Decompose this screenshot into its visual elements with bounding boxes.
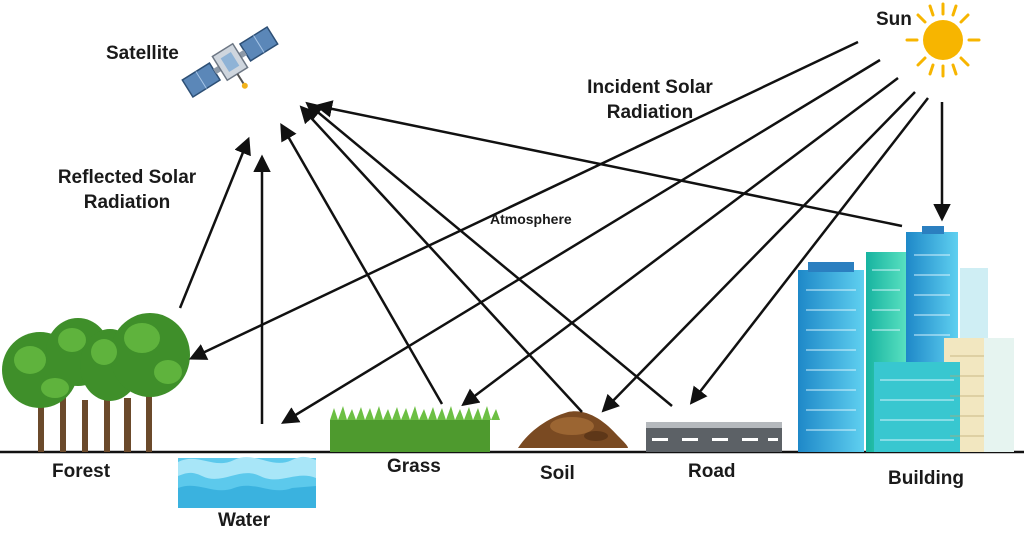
incident-arrow-grass (461, 77, 899, 407)
incident-radiation-label: Incident Solar Radiation (570, 76, 730, 125)
incident-label-line1: Incident Solar (587, 77, 713, 98)
reflected-label-line2: Radiation (83, 191, 171, 213)
reflected-arrow-grass (280, 122, 444, 405)
sun-icon (905, 2, 981, 78)
incident-label-line2: Radiation (606, 101, 694, 123)
incident-arrow-water (281, 58, 881, 424)
soil-label: Soil (540, 463, 575, 484)
grass-label: Grass (387, 456, 441, 477)
reflected-arrow-road (305, 101, 673, 407)
road-icon (646, 422, 782, 452)
grass-icon (330, 406, 500, 452)
satellite-label: Satellite (106, 43, 179, 64)
reflected-radiation-label: Reflected Solar Radiation (40, 166, 214, 215)
water-icon (178, 456, 316, 508)
incident-arrow-forest (188, 40, 859, 360)
sun-label: Sun (876, 9, 912, 30)
reflected-arrow-building (314, 100, 903, 228)
reflected-label-line1: Reflected Solar (57, 167, 197, 188)
forest-icon (2, 313, 190, 452)
forest-label: Forest (52, 461, 111, 482)
reflected-arrow-forest (178, 136, 251, 309)
road-label: Road (688, 461, 736, 482)
building-icon (798, 226, 1014, 452)
building-label: Building (888, 468, 964, 489)
incident-arrow-soil (601, 91, 916, 413)
satellite-icon (181, 25, 279, 99)
incident-arrow-road (689, 97, 929, 405)
atmosphere-label: Atmosphere (490, 211, 572, 227)
water-label: Water (218, 510, 271, 531)
soil-icon (518, 411, 628, 448)
reflected-arrow-soil (299, 105, 583, 413)
